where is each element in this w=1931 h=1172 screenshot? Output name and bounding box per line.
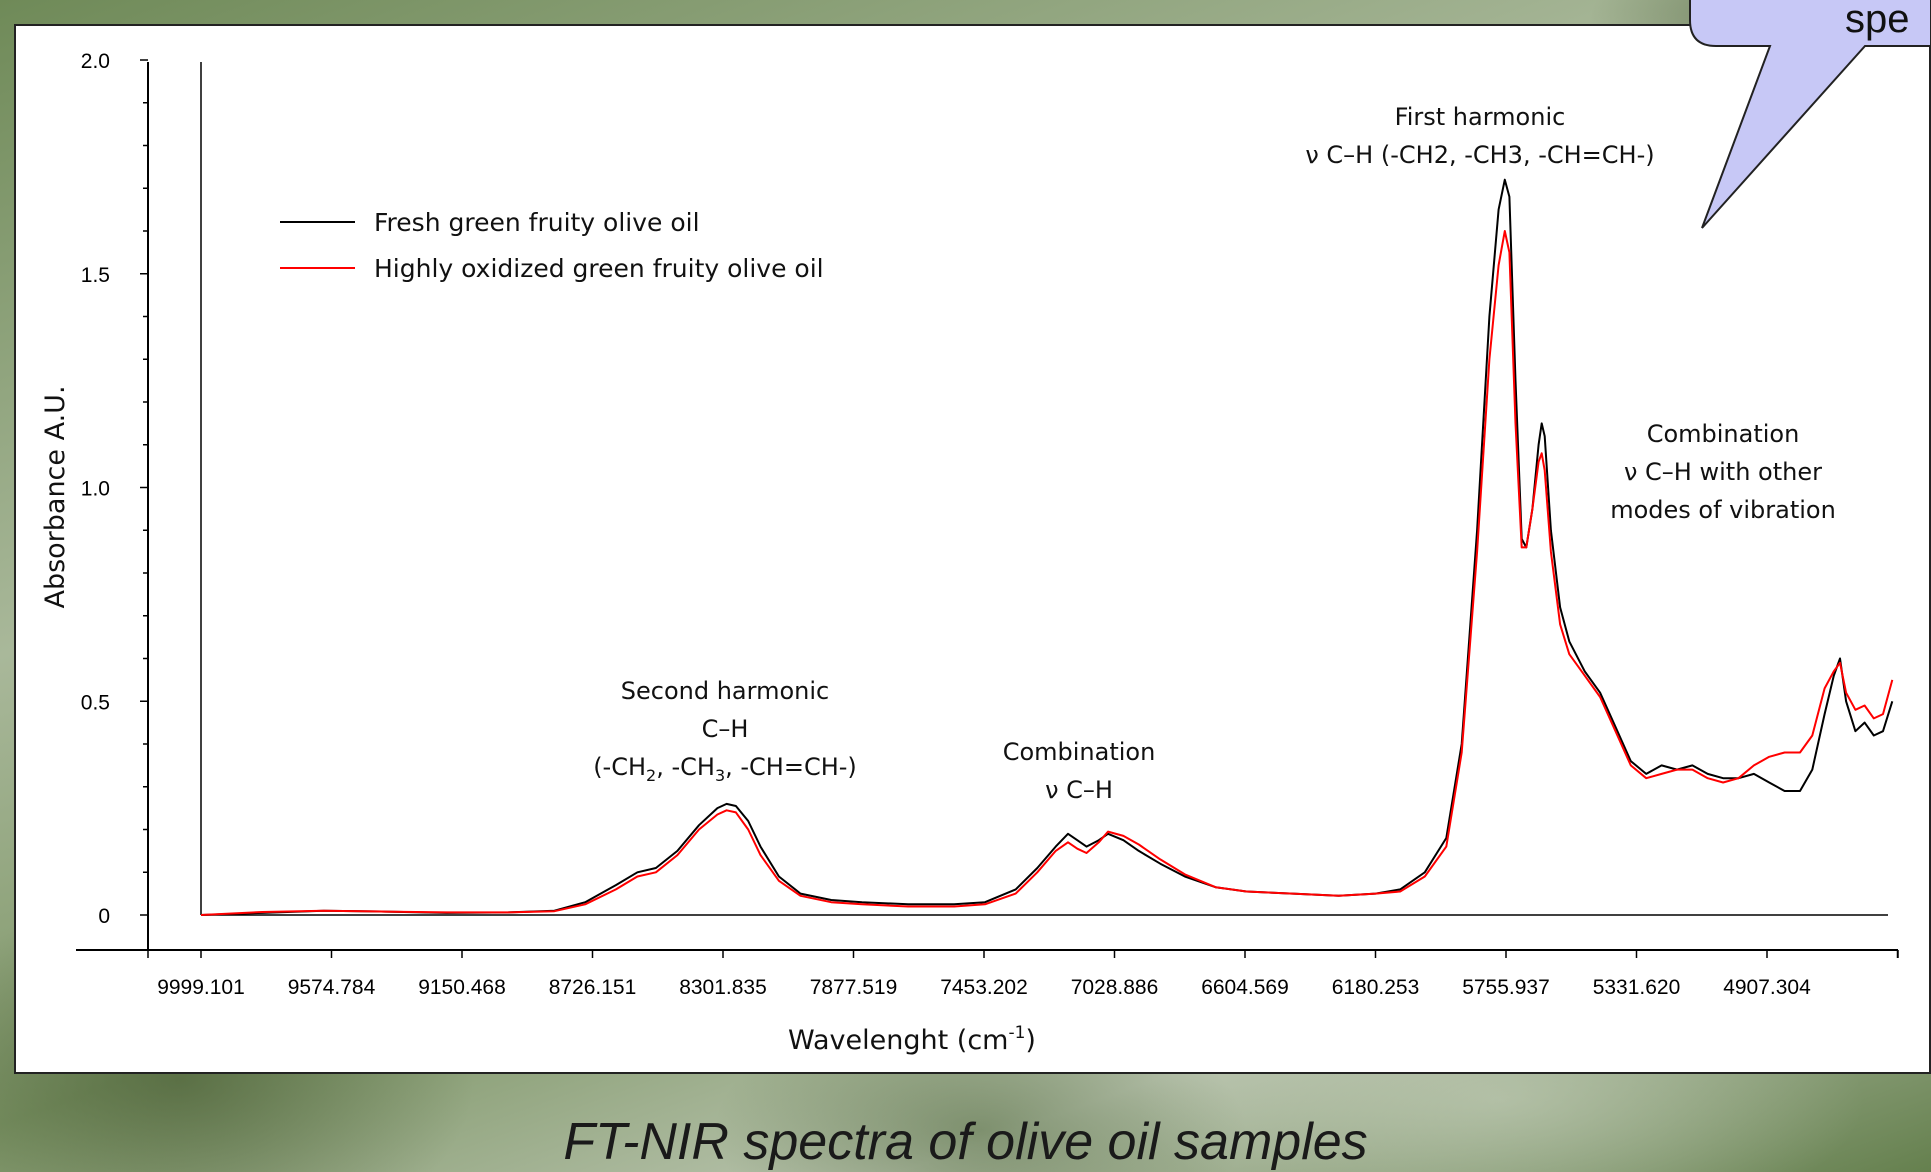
- x-tick-label: 9999.101: [157, 976, 245, 999]
- x-tick-label: 8726.151: [549, 976, 637, 999]
- svg-text:Second harmonic: Second harmonic: [621, 677, 829, 705]
- x-tick-label: 5331.620: [1593, 976, 1681, 999]
- y-tick-label: 0: [98, 905, 110, 928]
- legend: Fresh green fruity olive oil Highly oxid…: [280, 208, 824, 283]
- series-line-oxidized: [200, 230, 1894, 916]
- x-tick-label: 7877.519: [810, 976, 898, 999]
- x-tick-label: 7028.886: [1071, 976, 1159, 999]
- series-line-fresh: [200, 178, 1894, 916]
- x-tick-label: 4907.304: [1723, 976, 1811, 999]
- annotation-combination-right: Combination ν C–H with other modes of vi…: [1610, 420, 1836, 524]
- y-tick-label: 1.5: [81, 264, 110, 287]
- annotation-second-harmonic: Second harmonic C–H (-CH2, -CH3, -CH=CH-…: [593, 677, 857, 785]
- x-tick-label: 5755.937: [1462, 976, 1550, 999]
- svg-text:ν C–H: ν C–H: [1045, 776, 1113, 804]
- x-tick-label: 6604.569: [1201, 976, 1289, 999]
- svg-text:Combination: Combination: [1003, 738, 1156, 766]
- svg-text:modes of vibration: modes of vibration: [1610, 496, 1836, 524]
- legend-label-fresh: Fresh green fruity olive oil: [374, 208, 700, 237]
- chart-panel: [14, 24, 1931, 1074]
- svg-text:ν C–H with other: ν C–H with other: [1624, 458, 1822, 486]
- y-tick-label: 2.0: [81, 50, 110, 73]
- x-tick-label: 8301.835: [679, 976, 767, 999]
- callout-text: spe: [1845, 0, 1910, 41]
- svg-text:First harmonic: First harmonic: [1395, 103, 1566, 131]
- svg-text:(-CH2, -CH3, -CH=CH-): (-CH2, -CH3, -CH=CH-): [593, 753, 857, 785]
- y-tick-label: 0.5: [81, 691, 110, 714]
- y-tick-label: 1.0: [81, 478, 110, 501]
- x-tick-label: 9150.468: [418, 976, 506, 999]
- annotation-combination-mid: Combination ν C–H: [1003, 738, 1156, 804]
- annotation-first-harmonic: First harmonic ν C–H (-CH2, -CH3, -CH=CH…: [1305, 103, 1654, 169]
- callout-bubble: spe: [1689, 0, 1931, 229]
- x-tick-label: 9574.784: [288, 976, 376, 999]
- y-axis-title: Absorbance A.U.: [40, 385, 71, 608]
- legend-label-oxidized: Highly oxidized green fruity olive oil: [374, 254, 824, 283]
- x-tick-label: 6180.253: [1332, 976, 1420, 999]
- svg-text:C–H: C–H: [702, 715, 749, 743]
- svg-text:Combination: Combination: [1647, 420, 1800, 448]
- svg-text:ν C–H (-CH2, -CH3, -CH=CH-): ν C–H (-CH2, -CH3, -CH=CH-): [1305, 141, 1654, 169]
- figure-caption: FT-NIR spectra of olive oil samples: [563, 1113, 1368, 1171]
- x-axis-title: Wavelenght (cm-1): [788, 1023, 1036, 1056]
- x-tick-label: 7453.202: [940, 976, 1028, 999]
